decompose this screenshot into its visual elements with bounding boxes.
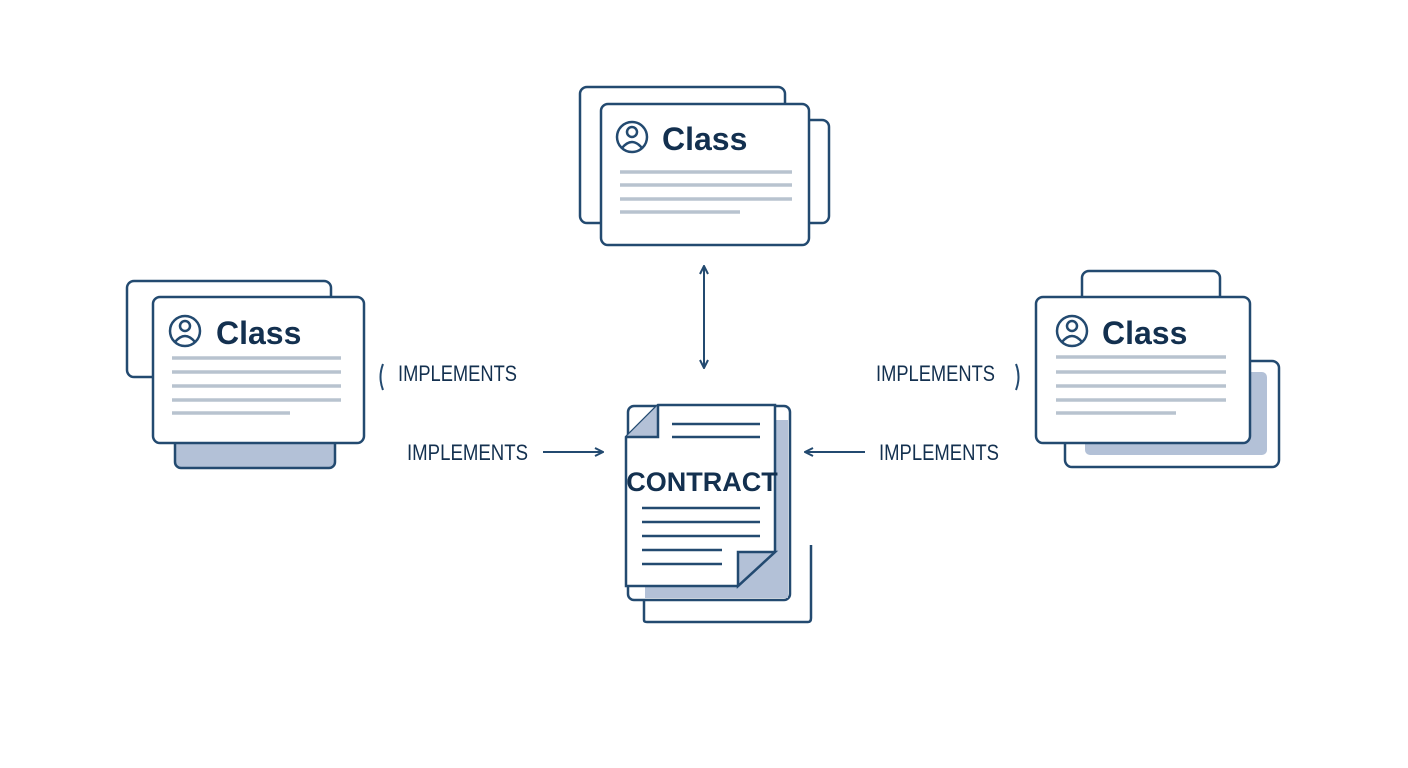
implements-label: IMPLEMENTS bbox=[876, 361, 995, 386]
user-icon bbox=[615, 120, 649, 154]
class-card-left: Class bbox=[125, 279, 366, 470]
contract-document: CONTRACT bbox=[624, 403, 813, 624]
class-card-top: Class bbox=[578, 85, 831, 247]
class-title: Class bbox=[1102, 315, 1187, 351]
class-card-right: Class bbox=[1034, 269, 1281, 469]
class-title: Class bbox=[216, 315, 301, 351]
implements-label: IMPLEMENTS bbox=[407, 440, 528, 465]
implements-label: IMPLEMENTS bbox=[879, 440, 999, 465]
contract-title: CONTRACT bbox=[626, 467, 778, 497]
user-icon bbox=[1055, 314, 1089, 348]
implements-label: IMPLEMENTS bbox=[398, 361, 517, 386]
user-icon bbox=[168, 314, 202, 348]
bracket-right bbox=[1015, 363, 1020, 391]
bracket-left bbox=[379, 363, 384, 391]
class-title: Class bbox=[662, 121, 747, 157]
